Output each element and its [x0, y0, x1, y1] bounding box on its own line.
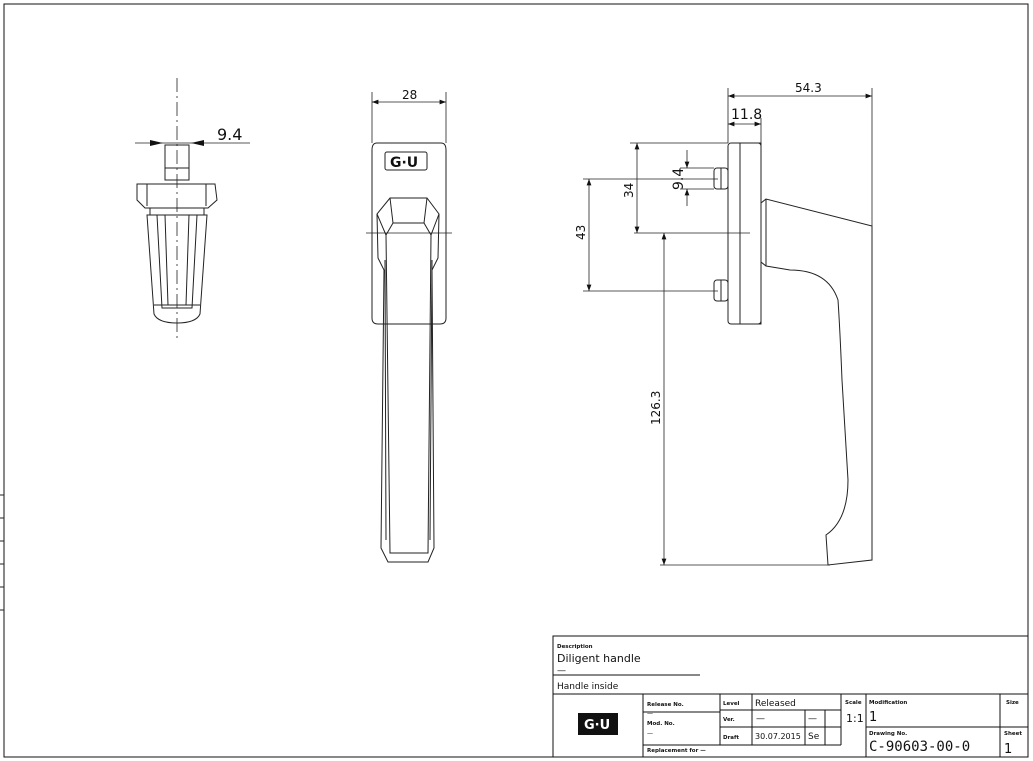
- ver-value-2: —: [808, 714, 817, 724]
- replacement-label: Replacement for —: [647, 748, 706, 754]
- side-34-dimension: 34: [622, 183, 636, 198]
- mod-no-label: Mod. No.: [647, 721, 675, 727]
- front-view: [366, 92, 452, 563]
- side-overall-dimension: 54.3: [795, 81, 822, 95]
- description-dash: —: [557, 666, 566, 676]
- draft-label: Draft: [723, 735, 739, 741]
- drawing-border: [3, 3, 1029, 758]
- size-label: Size: [1006, 700, 1019, 706]
- level-label: Level: [723, 701, 740, 707]
- level-value: Released: [755, 699, 796, 709]
- draft-date: 30.07.2015: [755, 732, 801, 741]
- modification-label: Modification: [869, 700, 907, 706]
- side-view: [583, 88, 873, 566]
- sheet-label: Sheet: [1004, 731, 1022, 737]
- sheet-value: 1: [1004, 742, 1012, 757]
- ver-value: —: [756, 714, 765, 724]
- ver-label: Ver.: [723, 717, 735, 723]
- side-length-dimension: 126.3: [649, 391, 663, 425]
- gu-logo-badge: [578, 713, 618, 735]
- subtitle-value: Handle inside: [557, 682, 619, 692]
- release-no-label: Release No.: [647, 702, 684, 708]
- top-view: [135, 78, 250, 340]
- title-block: [552, 635, 1029, 758]
- description-value: Diligent handle: [557, 652, 641, 665]
- gu-logo-text: G·U: [584, 718, 610, 733]
- top-width-dimension: 9.4: [217, 125, 242, 144]
- description-label: Description: [557, 644, 593, 650]
- draft-initials: Se: [808, 732, 820, 742]
- border-ticks: [0, 494, 4, 611]
- side-rose-dimension: 11.8: [731, 107, 762, 123]
- drawing-no-label: Drawing No.: [869, 731, 907, 737]
- scale-value: 1:1: [846, 712, 864, 725]
- front-logo: G·U: [390, 155, 418, 171]
- release-no-value: —: [647, 710, 653, 717]
- drawing-no-value: C-90603-00-0: [869, 739, 970, 755]
- side-pin-dimension: 9.4: [671, 168, 687, 190]
- mod-no-value: —: [647, 730, 653, 737]
- front-width-dimension: 28: [402, 88, 417, 102]
- scale-label: Scale: [845, 700, 862, 706]
- side-43-dimension: 43: [574, 225, 588, 240]
- modification-value: 1: [869, 710, 877, 725]
